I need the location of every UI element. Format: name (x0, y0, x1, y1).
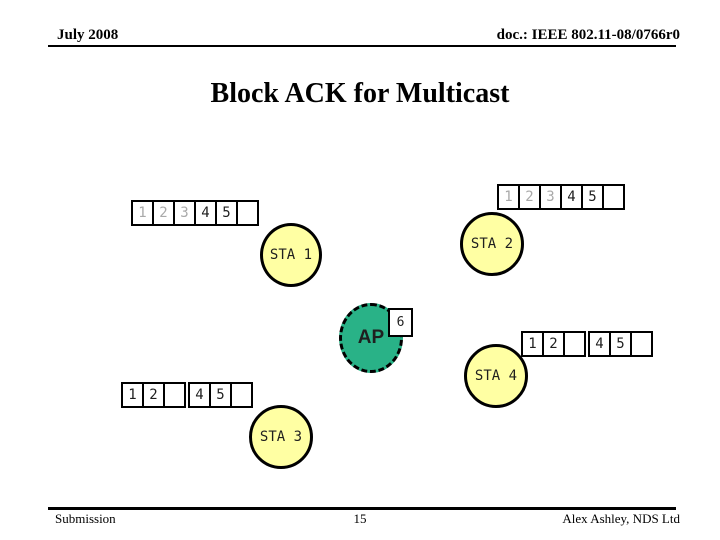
ap-pending-seq-value: 6 (396, 315, 405, 330)
sta1-node: STA 1 (260, 223, 322, 287)
sta4-node: STA 4 (464, 344, 528, 408)
seq-cell: 4 (194, 200, 217, 226)
seq-cell: 4 (560, 184, 583, 210)
sta2-seq-bitmap: 1 2 3 4 5 (497, 184, 625, 210)
footer-submission: Submission (55, 511, 116, 526)
ap-pending-seq-box: 6 (388, 308, 413, 337)
sta2-node-label: STA 2 (470, 236, 514, 252)
sta3-node-label: STA 3 (259, 429, 303, 445)
sta1-seq-bitmap: 1 2 3 4 5 (131, 200, 259, 226)
seq-cell (236, 200, 259, 226)
seq-cell: 5 (609, 331, 632, 357)
seq-cell: 4 (588, 331, 611, 357)
seq-cell: 2 (142, 382, 165, 408)
seq-cell (602, 184, 625, 210)
seq-cell: 5 (209, 382, 232, 408)
seq-cell: 2 (518, 184, 541, 210)
seq-cell (230, 382, 253, 408)
seq-cell (163, 382, 186, 408)
seq-cell (563, 331, 586, 357)
header-rule (48, 45, 676, 47)
header-doc-number: doc.: IEEE 802.11-08/0766r0 (496, 27, 680, 43)
sta1-node-label: STA 1 (269, 247, 313, 263)
seq-cell: 4 (188, 382, 211, 408)
seq-cell: 5 (215, 200, 238, 226)
seq-cell: 5 (581, 184, 604, 210)
footer-author: Alex Ashley, NDS Ltd (562, 511, 680, 526)
seq-cell: 3 (173, 200, 196, 226)
header-date: July 2008 (57, 27, 119, 43)
seq-cell: 2 (152, 200, 175, 226)
sta4-seq-bitmap: 1 2 4 5 (521, 331, 653, 357)
seq-cell: 3 (539, 184, 562, 210)
seq-cell: 1 (121, 382, 144, 408)
sta2-node: STA 2 (460, 212, 524, 276)
seq-cell: 1 (497, 184, 520, 210)
footer-page-number: 15 (353, 511, 367, 526)
sta4-node-label: STA 4 (474, 368, 518, 384)
page-title: Block ACK for Multicast (210, 78, 510, 109)
seq-cell: 2 (542, 331, 565, 357)
footer-rule (48, 507, 676, 510)
sta3-seq-bitmap: 1 2 4 5 (121, 382, 253, 408)
seq-cell: 1 (521, 331, 544, 357)
sta3-node: STA 3 (249, 405, 313, 469)
ap-node-label: AP (357, 327, 385, 348)
seq-cell: 1 (131, 200, 154, 226)
seq-cell (630, 331, 653, 357)
